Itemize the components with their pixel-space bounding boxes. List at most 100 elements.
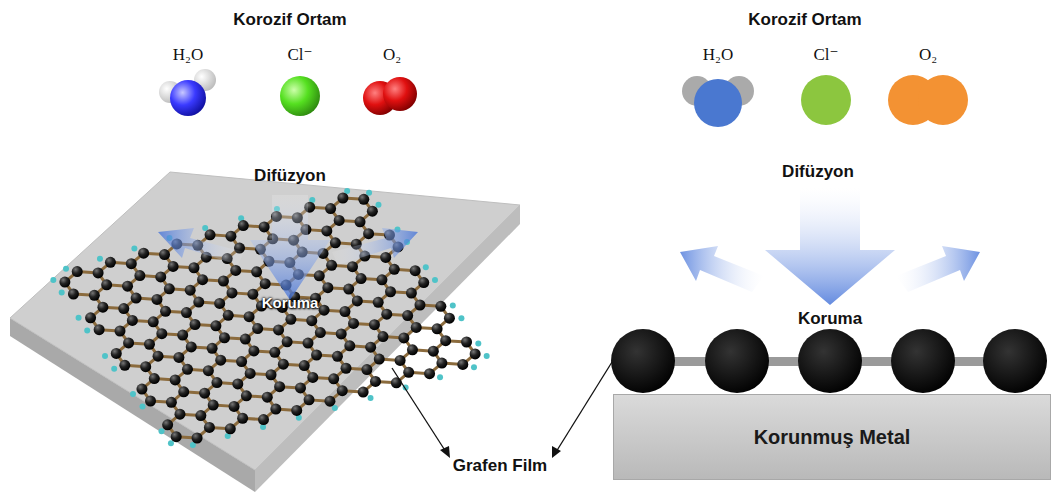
carbon-atom: [410, 265, 421, 276]
carbon-atom: [155, 271, 166, 282]
carbon-atom: [258, 414, 269, 425]
carbon-atom: [361, 364, 372, 375]
carbon-atom: [270, 404, 281, 415]
carbon-atom: [411, 322, 422, 333]
carbon-atom: [344, 340, 355, 351]
hydrogen-atom: [458, 315, 464, 321]
hydrogen-atom: [76, 315, 82, 321]
carbon-atom: [328, 373, 339, 384]
water-molecule: [682, 76, 754, 127]
carbon-atom: [278, 359, 289, 370]
hydrogen-atom: [366, 190, 372, 196]
carbon-atom: [252, 323, 263, 334]
hydrogen-atom: [130, 391, 136, 397]
carbon-atom: [199, 388, 210, 399]
carbon-atom: [385, 286, 396, 297]
carbon-atom: [223, 310, 234, 321]
molecule-label: O₂: [383, 46, 401, 65]
deflection-arrow: [158, 228, 244, 265]
carbon-atom: [269, 347, 280, 358]
carbon-atom: [324, 396, 335, 407]
carbon-atom: [380, 252, 391, 263]
carbon-atom: [402, 310, 413, 321]
molecule-label: O₂: [919, 46, 937, 65]
carbon-atom: [363, 228, 374, 239]
carbon-atom: [105, 257, 116, 268]
carbon-atom: [376, 274, 387, 285]
carbon-atom: [111, 348, 122, 359]
carbon-atom: [144, 339, 155, 350]
carbon-atom: [337, 385, 348, 396]
carbon-atom: [395, 355, 406, 366]
carbon-atom: [436, 358, 447, 369]
carbon-atom: [260, 278, 271, 289]
carbon-atom: [203, 365, 214, 376]
carbon-atom: [149, 373, 160, 384]
carbon-atom: [389, 264, 400, 275]
carbon-atom: [247, 289, 258, 300]
carbon-atom: [174, 409, 185, 420]
hydrogen-atom: [59, 290, 65, 296]
carbon-atom: [418, 277, 429, 288]
carbon-atom: [208, 400, 219, 411]
carbon-atom: [122, 281, 133, 292]
carbon-atom: [291, 405, 302, 416]
carbon-atom: [178, 386, 189, 397]
carbon-atom: [193, 297, 204, 308]
hydrogen-atom: [368, 395, 374, 401]
carbon-atom: [381, 309, 392, 320]
carbon-atom: [461, 337, 472, 348]
carbon-atom: [274, 381, 285, 392]
diffusion-arrow: [250, 195, 330, 300]
deflection-arrow: [896, 246, 980, 292]
carbon-atom: [444, 313, 455, 324]
carbon-atom: [170, 374, 181, 385]
metal-plate: [10, 172, 520, 492]
carbon-atom: [225, 231, 236, 242]
environment-heading: Korozif Ortam: [233, 11, 346, 30]
hydrogen-atom: [471, 364, 477, 370]
carbon-atom: [215, 355, 226, 366]
carbon-atom: [428, 346, 439, 357]
carbon-atom: [160, 306, 171, 317]
hydrogen-atom: [140, 404, 146, 410]
carbon-atom: [219, 332, 230, 343]
carbon-atom: [140, 361, 151, 372]
carbon-atom: [210, 320, 221, 331]
hydrogen-atom: [423, 264, 429, 270]
protection-label: Koruma: [798, 310, 862, 329]
carbon-atom: [153, 351, 164, 362]
hydrogen-atom: [450, 303, 456, 309]
carbon-atom: [251, 266, 262, 277]
carbon-atom: [330, 237, 341, 248]
carbon-atom: [398, 332, 409, 343]
ion-label: Cl⁻: [287, 46, 312, 65]
carbon-atom: [101, 279, 112, 290]
carbon-atom: [336, 328, 347, 339]
carbon-atom: [145, 395, 156, 406]
carbon-atom: [311, 350, 322, 361]
protection-label: Koruma: [262, 295, 319, 312]
carbon-atom: [307, 372, 318, 383]
carbon-atom: [367, 206, 378, 217]
carbon-atom: [236, 356, 247, 367]
carbon-atom: [266, 369, 277, 380]
carbon-atom: [68, 288, 79, 299]
carbon-atom: [245, 368, 256, 379]
carbon-atom: [192, 433, 203, 444]
carbon-atom: [248, 345, 259, 356]
carbon-atom: [358, 194, 369, 205]
carbon-atom: [339, 306, 350, 317]
carbon-atom: [369, 319, 380, 330]
carbon-atom: [403, 367, 414, 378]
carbon-atom: [352, 295, 363, 306]
carbon-atom: [164, 283, 175, 294]
carbon-atom: [152, 294, 163, 305]
carbon-atom: [355, 216, 366, 227]
carbon-atom: [232, 378, 243, 389]
carbon-atom: [182, 364, 193, 375]
hydrogen-atom: [484, 353, 490, 359]
diffusion-label: Difüzyon: [782, 163, 854, 182]
carbon-atom: [259, 221, 270, 232]
